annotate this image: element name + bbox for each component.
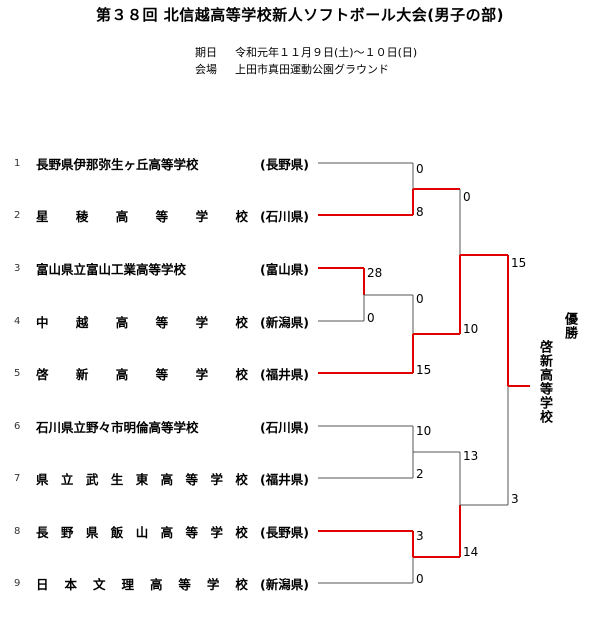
team-row: 5 啓新高等学校 (福井県) xyxy=(14,364,309,382)
team-seed: 4 xyxy=(14,315,21,327)
team-prefecture: (福井県) xyxy=(260,366,309,382)
team-prefecture: (富山県) xyxy=(260,261,309,277)
date-value: 令和元年１１月９日(土)～１０日(日) xyxy=(235,46,418,59)
score-m2-b: 15 xyxy=(416,363,432,377)
team-name: 星稜高等学校 xyxy=(36,208,248,224)
venue-label: 会場 xyxy=(195,63,217,76)
team-seed: 2 xyxy=(14,209,21,221)
score-m1-t2: 8 xyxy=(416,205,424,219)
team-row: 9 日本文理高等学校 (新潟県) xyxy=(14,574,309,592)
team-prefecture: (長野県) xyxy=(260,156,309,172)
score-m3-t6: 10 xyxy=(416,424,432,438)
team-row: 7 県立武生東高等学校 (福井県) xyxy=(14,469,309,487)
team-prefecture: (石川県) xyxy=(260,419,309,435)
score-sf2-a: 13 xyxy=(463,449,479,463)
team-prefecture: (長野県) xyxy=(260,524,309,540)
team-name: 日本文理高等学校 xyxy=(36,576,248,592)
team-name: 啓新高等学校 xyxy=(36,366,248,382)
team-prefecture: (新潟県) xyxy=(260,314,309,330)
event-venue: 会場 上田市真田運動公園グラウンド xyxy=(195,61,389,77)
team-row: 4 中越高等学校 (新潟県) xyxy=(14,312,309,330)
score-final-b: 3 xyxy=(511,492,519,506)
team-row: 8 長野県飯山高等学校 (長野県) xyxy=(14,522,309,540)
team-name: 県立武生東高等学校 xyxy=(36,471,248,487)
score-sf1-a: 0 xyxy=(463,190,471,204)
team-prefecture: (福井県) xyxy=(260,471,309,487)
score-sf1-b: 10 xyxy=(463,322,479,336)
team-seed: 9 xyxy=(14,577,21,589)
score-pre-t4: 0 xyxy=(367,311,375,325)
score-m2-a: 0 xyxy=(416,292,424,306)
team-name: 石川県立野々市明倫高等学校 xyxy=(36,419,199,435)
score-m1-t1: 0 xyxy=(416,162,424,176)
event-date: 期日 令和元年１１月９日(土)～１０日(日) xyxy=(195,44,417,60)
team-seed: 8 xyxy=(14,525,21,537)
team-row: 2 星稜高等学校 (石川県) xyxy=(14,206,309,224)
score-m4-t8: 3 xyxy=(416,529,424,543)
venue-value: 上田市真田運動公園グラウンド xyxy=(235,63,389,76)
team-seed: 3 xyxy=(14,262,21,274)
champion-name: 啓新高等学校 xyxy=(537,340,552,424)
team-prefecture: (新潟県) xyxy=(260,576,309,592)
team-seed: 7 xyxy=(14,472,21,484)
page-title: 第３８回 北信越高等学校新人ソフトボール大会(男子の部) xyxy=(96,6,504,24)
team-row: 3 富山県立富山工業高等学校 (富山県) xyxy=(14,259,309,277)
team-seed: 5 xyxy=(14,367,21,379)
team-row: 1 長野県伊那弥生ヶ丘高等学校 (長野県) xyxy=(14,154,309,172)
team-prefecture: (石川県) xyxy=(260,208,309,224)
champion-label: 優勝 xyxy=(562,312,577,340)
score-final-a: 15 xyxy=(511,256,527,270)
team-name: 長野県飯山高等学校 xyxy=(36,524,248,540)
team-row: 6 石川県立野々市明倫高等学校 (石川県) xyxy=(14,417,309,435)
date-label: 期日 xyxy=(195,46,217,59)
team-name: 中越高等学校 xyxy=(36,314,248,330)
team-seed: 1 xyxy=(14,157,21,169)
score-m4-t9: 0 xyxy=(416,572,424,586)
team-name: 富山県立富山工業高等学校 xyxy=(36,261,187,277)
score-pre-t3: 28 xyxy=(367,266,383,280)
team-seed: 6 xyxy=(14,420,21,432)
score-m3-t7: 2 xyxy=(416,467,424,481)
team-name: 長野県伊那弥生ヶ丘高等学校 xyxy=(36,156,199,172)
score-sf2-b: 14 xyxy=(463,545,479,559)
